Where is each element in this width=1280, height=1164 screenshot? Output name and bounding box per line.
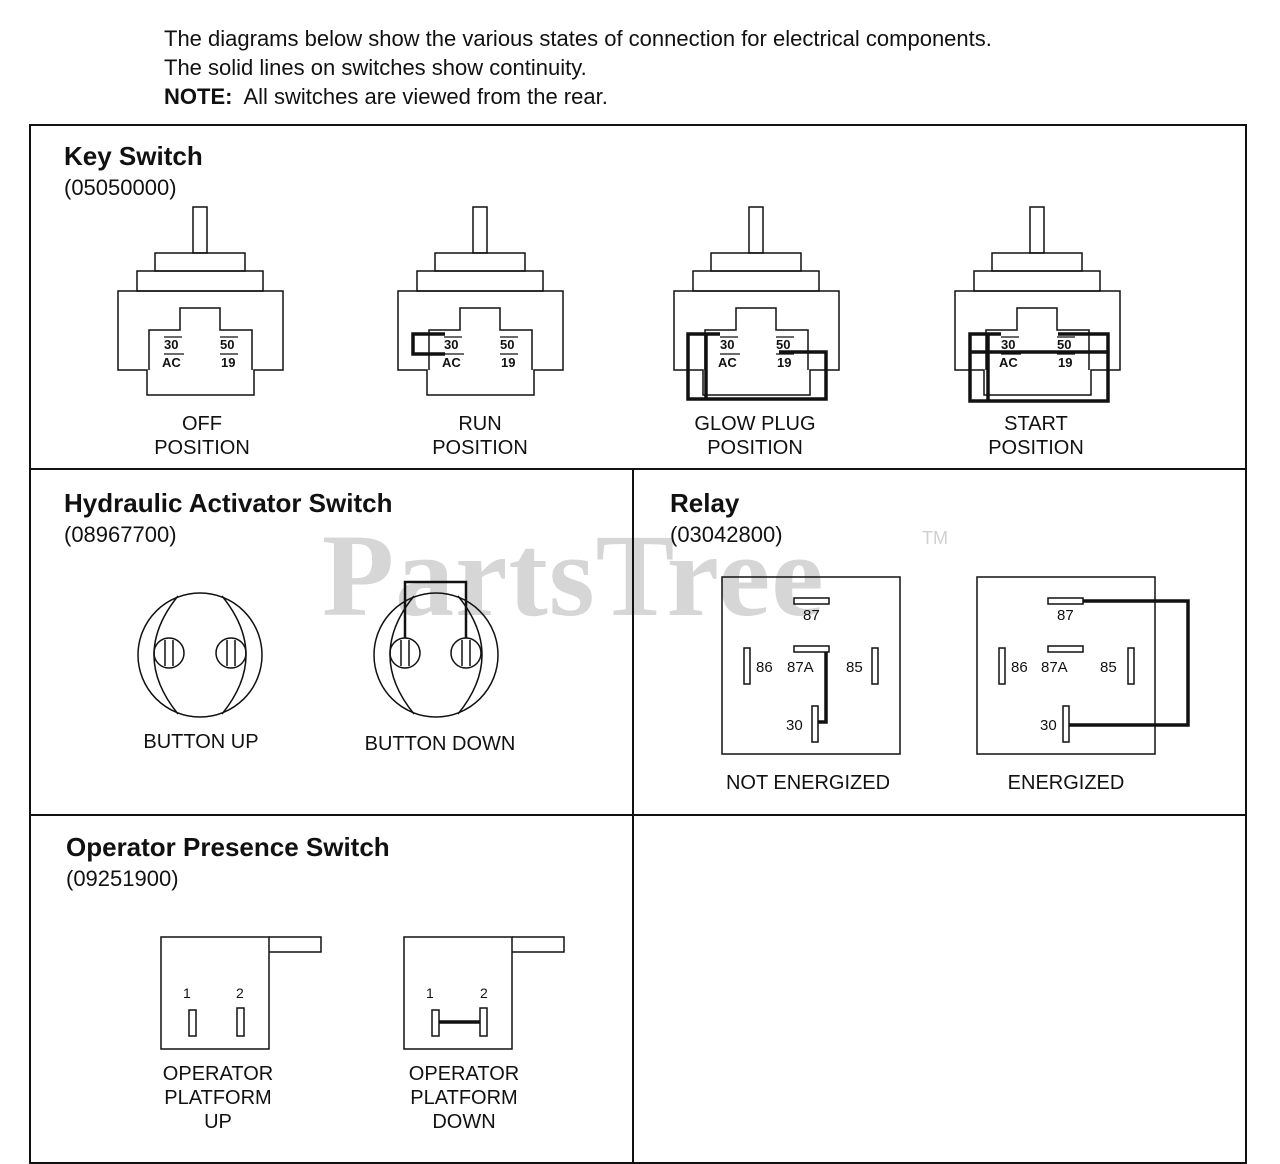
- key-off-line1: OFF: [182, 413, 222, 435]
- intro-line-2: The solid lines on switches show continu…: [164, 55, 587, 80]
- key-start-t50: 50: [1057, 337, 1071, 352]
- key-switch-body-off: [117, 206, 284, 396]
- operator-down-t2: 2: [480, 985, 488, 1001]
- divider-v: [632, 468, 634, 1164]
- hydraulic-state-label-down: BUTTON DOWN: [364, 733, 516, 755]
- operator-down-line3: DOWN: [432, 1111, 496, 1133]
- key-state-label-glow: GLOW PLUG POSITION: [655, 412, 855, 460]
- hydraulic-button-down: [373, 580, 499, 718]
- key-start-continuity: [968, 332, 1110, 403]
- key-run-t30: 30: [444, 337, 458, 352]
- relay-ne-87: 87: [803, 607, 820, 624]
- relay-ne-87a: 87A: [787, 659, 814, 676]
- key-off-t19: 19: [221, 355, 235, 370]
- operator-up-line3: UP: [204, 1111, 232, 1133]
- key-run-ac: AC: [442, 355, 461, 370]
- relay-part-number: (03042800): [670, 522, 783, 547]
- watermark-tm: TM: [922, 528, 948, 548]
- key-start-t19: 19: [1058, 355, 1072, 370]
- key-glow-t30: 30: [720, 337, 734, 352]
- key-start-ac: AC: [999, 355, 1018, 370]
- intro-note: NOTE: All switches are viewed from the r…: [164, 82, 992, 111]
- relay-energized-continuity: [1069, 599, 1190, 727]
- key-switch-part-number: (05050000): [64, 175, 177, 200]
- hydraulic-state-label-up: BUTTON UP: [143, 731, 259, 753]
- key-glow-t19: 19: [777, 355, 791, 370]
- hydraulic-switch-part-number: (08967700): [64, 522, 177, 547]
- key-continuity-lines: [411, 332, 1110, 403]
- key-glow-line1: GLOW PLUG: [694, 413, 816, 435]
- key-glow-line2: POSITION: [707, 437, 803, 459]
- relay-ne-30: 30: [786, 717, 803, 734]
- key-run-line1: RUN: [458, 413, 502, 435]
- relay-state-label-not-energized: NOT ENERGIZED: [725, 772, 891, 794]
- relay-energized-body: [976, 576, 1156, 755]
- key-glow-continuity: [686, 332, 828, 401]
- key-switch-body-start: [954, 206, 1121, 396]
- relay-state-label-energized: ENERGIZED: [1007, 772, 1125, 794]
- key-glow-ac: AC: [718, 355, 737, 370]
- note-label: NOTE:: [164, 84, 233, 109]
- divider-h2: [29, 814, 1247, 816]
- hydraulic-button-up: [137, 592, 263, 718]
- intro-line-1: The diagrams below show the various stat…: [164, 26, 992, 51]
- operator-switch-down-body: [403, 936, 565, 1050]
- key-off-ac: AC: [162, 355, 181, 370]
- key-off-t30: 30: [164, 337, 178, 352]
- relay-not-energized-body: [721, 576, 901, 755]
- operator-up-line1: OPERATOR: [162, 1063, 274, 1085]
- key-state-label-start: START POSITION: [936, 412, 1136, 460]
- divider-h1: [29, 468, 1247, 470]
- key-start-line1: START: [1004, 413, 1068, 435]
- relay-ne-86: 86: [756, 659, 773, 676]
- key-run-t19: 19: [501, 355, 515, 370]
- key-run-line2: POSITION: [432, 437, 528, 459]
- operator-up-t1: 1: [183, 985, 191, 1001]
- key-state-label-off: OFF POSITION: [102, 412, 302, 460]
- operator-state-label-down: OPERATOR PLATFORM DOWN: [374, 1062, 554, 1134]
- key-run-continuity: [411, 332, 445, 356]
- relay-ne-85: 85: [846, 659, 863, 676]
- relay-e-87a: 87A: [1041, 659, 1068, 676]
- relay-e-87: 87: [1057, 607, 1074, 624]
- operator-switch-up-body: [160, 936, 322, 1050]
- key-state-label-run: RUN POSITION: [380, 412, 580, 460]
- operator-up-t2: 2: [236, 985, 244, 1001]
- note-text: All switches are viewed from the rear.: [243, 84, 608, 109]
- key-run-t50: 50: [500, 337, 514, 352]
- operator-down-line1: OPERATOR: [408, 1063, 520, 1085]
- key-start-t30: 30: [1001, 337, 1015, 352]
- operator-terminal-labels: 1 2 1 2: [183, 985, 488, 1001]
- hydraulic-switch-title: Hydraulic Activator Switch: [64, 488, 393, 518]
- key-switch-body-glow: [673, 206, 840, 396]
- operator-switch-title: Operator Presence Switch: [66, 832, 390, 862]
- operator-state-label-up: OPERATOR PLATFORM UP: [128, 1062, 308, 1134]
- key-glow-t50: 50: [776, 337, 790, 352]
- operator-switch-part-number: (09251900): [66, 866, 179, 891]
- relay-not-energized-continuity: [818, 652, 828, 724]
- key-start-line2: POSITION: [988, 437, 1084, 459]
- key-off-t50: 50: [220, 337, 234, 352]
- relay-e-86: 86: [1011, 659, 1028, 676]
- relay-e-85: 85: [1100, 659, 1117, 676]
- key-switch-title: Key Switch: [64, 141, 203, 171]
- relay-e-30: 30: [1040, 717, 1057, 734]
- intro-text: The diagrams below show the various stat…: [164, 24, 992, 111]
- operator-up-line2: PLATFORM: [164, 1087, 272, 1109]
- relay-terminal-labels: 87 86 87A 85 30 87 86 87A 85 30: [756, 607, 1117, 734]
- relay-title: Relay: [670, 488, 740, 518]
- operator-down-t1: 1: [426, 985, 434, 1001]
- operator-down-line2: PLATFORM: [410, 1087, 518, 1109]
- key-off-line2: POSITION: [154, 437, 250, 459]
- key-terminal-labels: 30 AC 50 19 30 AC 50 19 30 AC 50 19: [162, 336, 1075, 370]
- key-switch-body-run: [397, 206, 564, 396]
